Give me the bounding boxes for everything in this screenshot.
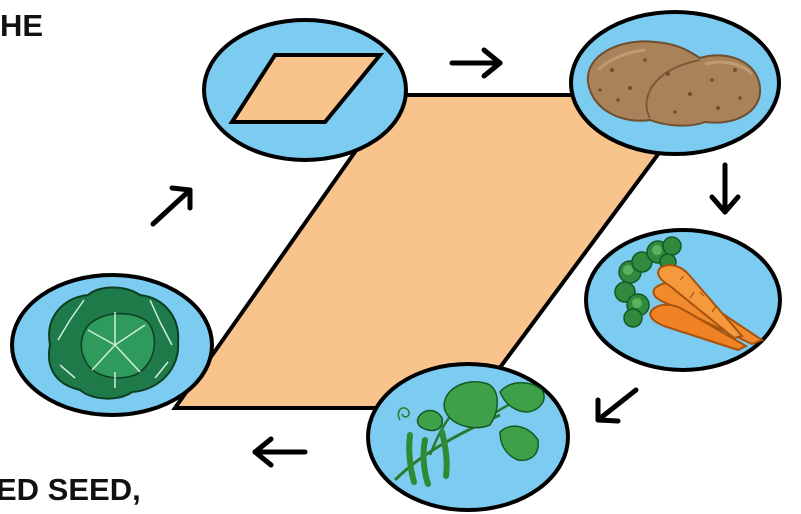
arrow-left-icon <box>255 439 305 465</box>
arrow-up-right-icon <box>153 188 190 224</box>
arrow-right-icon <box>452 50 500 76</box>
stage-empty-field <box>204 20 406 160</box>
stage-cabbage <box>12 275 212 415</box>
stage-beans <box>368 364 568 510</box>
stage-carrots <box>586 230 780 370</box>
stage-potatoes <box>571 12 779 154</box>
arrow-down-icon <box>712 165 738 212</box>
arrow-down-left-icon <box>598 390 636 421</box>
cabbage-icon <box>49 288 178 399</box>
